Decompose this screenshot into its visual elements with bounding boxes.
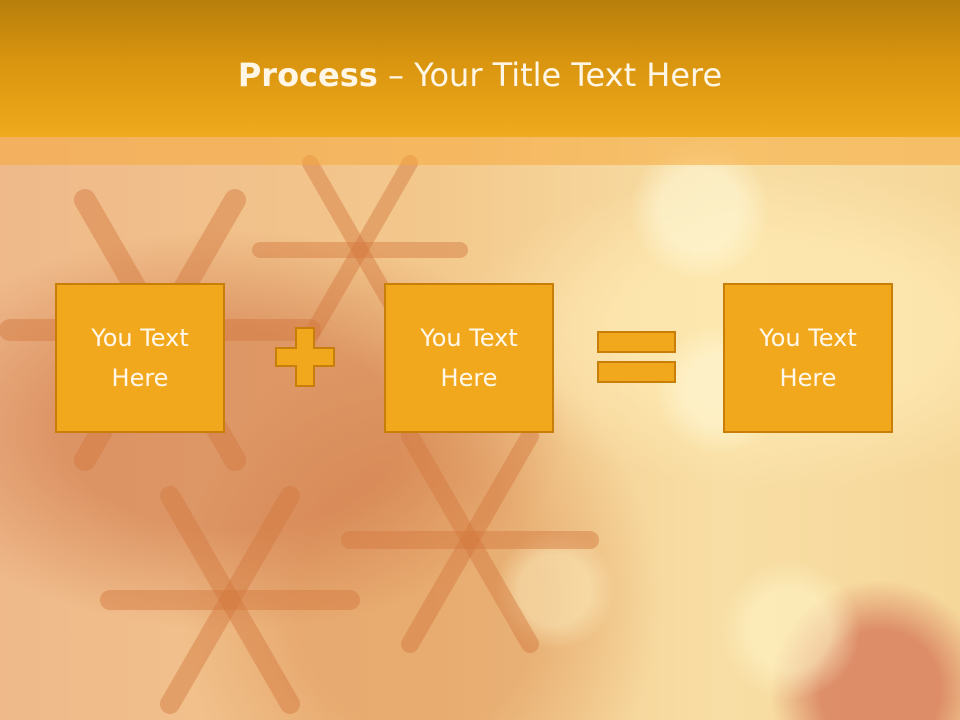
plus-icon (275, 327, 335, 387)
slide-title: Process – Your Title Text Here (0, 55, 960, 95)
process-box-2-line2: Here (440, 364, 498, 392)
title-bar-strip (0, 137, 960, 165)
process-box-3[interactable]: You Text Here (723, 283, 893, 433)
equals-icon (597, 331, 676, 383)
process-box-1-line2: Here (111, 364, 169, 392)
process-box-3-line2: Here (779, 364, 837, 392)
process-box-3-line1: You Text (759, 324, 857, 352)
title-rest: Your Title Text Here (414, 56, 723, 94)
process-box-1-line1: You Text (91, 324, 189, 352)
process-box-2[interactable]: You Text Here (384, 283, 554, 433)
title-bar (0, 0, 960, 137)
title-bold: Process (237, 56, 378, 94)
process-box-2-line1: You Text (420, 324, 518, 352)
process-box-1[interactable]: You Text Here (55, 283, 225, 433)
title-dash: – (377, 56, 415, 94)
